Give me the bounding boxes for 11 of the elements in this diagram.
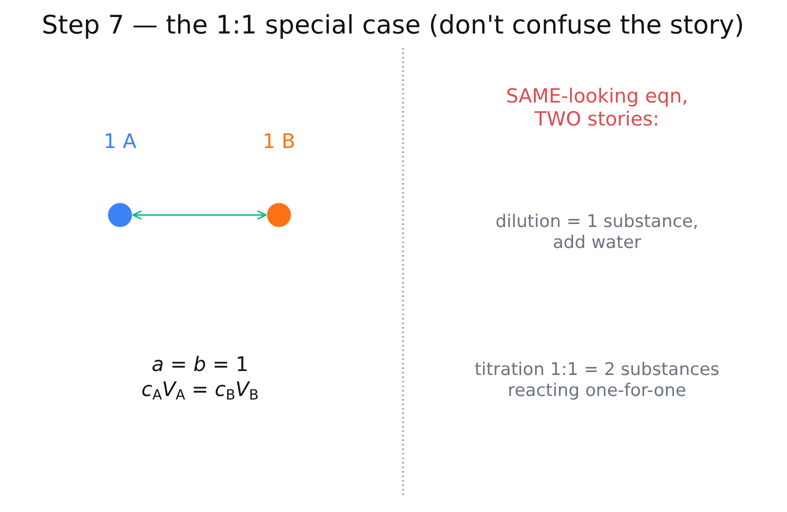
note-text: dilution = 1 substance, add water xyxy=(494,212,700,254)
equation: c$_{A}$V$_{A}$ = c$_{B}$V$_{B}$ xyxy=(141,377,259,401)
node-label: 1 B xyxy=(262,129,296,153)
dot-marker xyxy=(108,203,132,227)
title: Step 7 — the 1:1 special case (don't confuse the story) xyxy=(42,10,744,42)
node-label: 1 A xyxy=(104,129,136,153)
note-text: titration 1:1 = 2 substances reacting one-for-one xyxy=(474,360,720,402)
heading-note: SAME-looking eqn, TWO stories: xyxy=(504,84,690,132)
arrow xyxy=(132,210,267,220)
dot-marker xyxy=(267,203,291,227)
equation: a = b = 1 xyxy=(152,352,248,376)
